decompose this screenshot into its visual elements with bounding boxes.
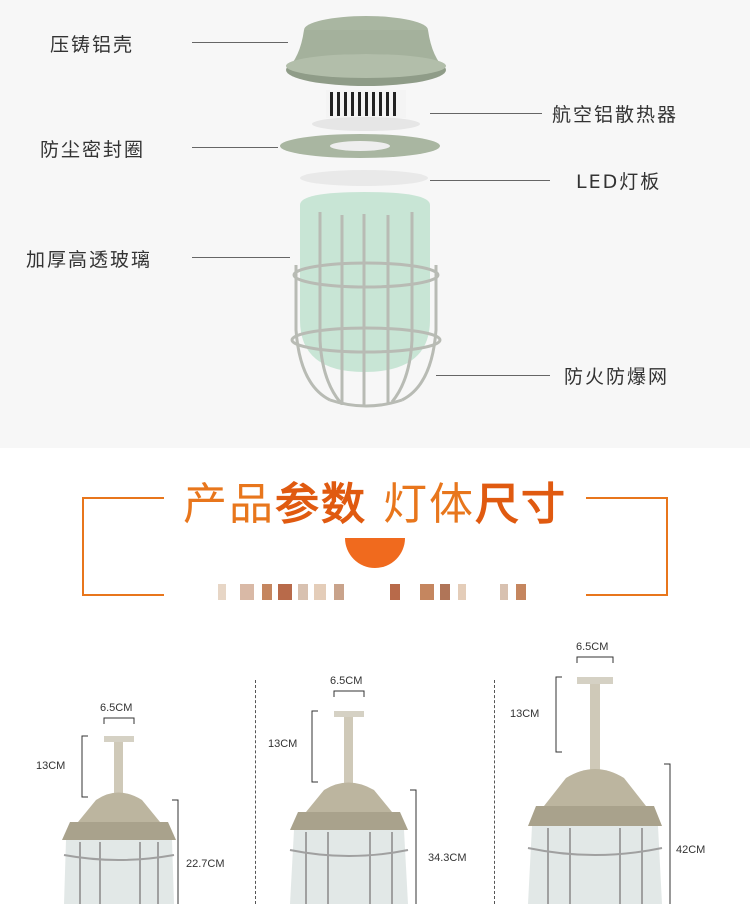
seal-leader-line <box>192 147 278 148</box>
column-divider <box>494 680 495 904</box>
lamp-medium <box>289 711 409 904</box>
glass-leader-line <box>192 257 290 258</box>
guard-leader-line <box>436 375 550 376</box>
lamp-large-top-width: 6.5CM <box>576 641 609 653</box>
lamp-large-stem-length: 13CM <box>510 708 540 720</box>
lamp-large <box>527 677 663 904</box>
title-part-product: 产品 <box>183 479 275 530</box>
lamp-medium-body-height: 34.3CM <box>428 852 467 864</box>
led-board-part <box>300 170 428 186</box>
title-part-params: 参数 <box>275 479 367 530</box>
dimension-brackets <box>81 656 671 904</box>
lamp-small <box>62 736 176 904</box>
seal-label: 防尘密封圈 <box>40 139 146 161</box>
lamp-medium-stem-length: 13CM <box>268 738 298 750</box>
heatsink-label: 航空铝散热器 <box>552 104 679 126</box>
lamp-small-stem-length: 13CM <box>36 760 66 772</box>
lamp-small-top-width: 6.5CM <box>100 702 133 714</box>
title-frame-right <box>586 497 668 596</box>
housing-label: 压铸铝壳 <box>50 34 135 56</box>
guard-label: 防火防爆网 <box>564 366 670 388</box>
led-board-label: LED灯板 <box>576 171 662 193</box>
guard-part <box>290 212 442 408</box>
title-part-size: 尺寸 <box>475 479 567 530</box>
lamp-large-body-height: 42CM <box>676 844 706 856</box>
heatsink-leader-line <box>430 113 542 114</box>
title-frame-left <box>82 497 164 596</box>
heatsink-part <box>312 90 420 131</box>
section-title: 产品参数 灯体尺寸 <box>0 468 750 532</box>
housing-part <box>286 16 446 86</box>
led-board-leader-line <box>430 180 550 181</box>
glass-label: 加厚高透玻璃 <box>26 249 153 271</box>
exploded-view: 压铸铝壳 航空铝散热器 防尘密封圈 LED灯板 加厚高透玻璃 防火防爆网 <box>0 0 750 448</box>
lamp-medium-top-width: 6.5CM <box>330 675 363 687</box>
seal-ring-part <box>280 134 440 158</box>
exploded-lamp-illustration <box>280 16 446 408</box>
housing-leader-line <box>192 42 288 43</box>
lamp-small-body-height: 22.7CM <box>186 858 225 870</box>
title-part-body: 灯体 <box>383 479 475 530</box>
column-divider <box>255 680 256 904</box>
